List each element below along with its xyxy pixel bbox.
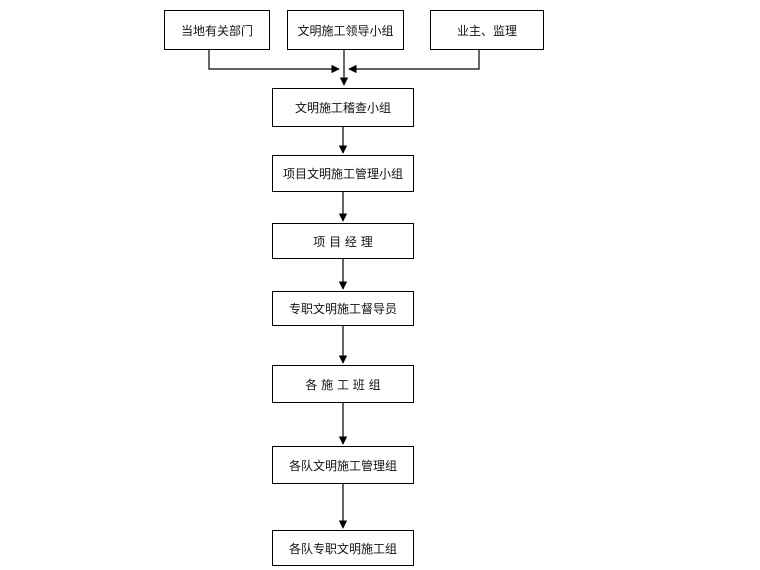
connector-left-to-center bbox=[208, 50, 340, 74]
box-civilized-construction-leading-group: 文明施工领导小组 bbox=[287, 10, 404, 50]
box-construction-teams: 各 施 工 班 组 bbox=[272, 365, 414, 403]
box-local-departments: 当地有关部门 bbox=[164, 10, 270, 50]
box-project-civilized-construction-management-group: 项目文明施工管理小组 bbox=[272, 155, 414, 192]
connector-right-to-center bbox=[348, 50, 480, 74]
box-civilized-construction-inspection-group: 文明施工稽查小组 bbox=[272, 88, 414, 127]
box-full-time-civilized-construction-supervisor: 专职文明施工督导员 bbox=[272, 291, 414, 326]
box-team-civilized-construction-management-group: 各队文明施工管理组 bbox=[272, 446, 414, 484]
box-owner-supervision: 业主、监理 bbox=[430, 10, 544, 50]
box-project-manager: 项 目 经 理 bbox=[272, 223, 414, 259]
box-team-full-time-civilized-construction-group: 各队专职文明施工组 bbox=[272, 530, 414, 566]
